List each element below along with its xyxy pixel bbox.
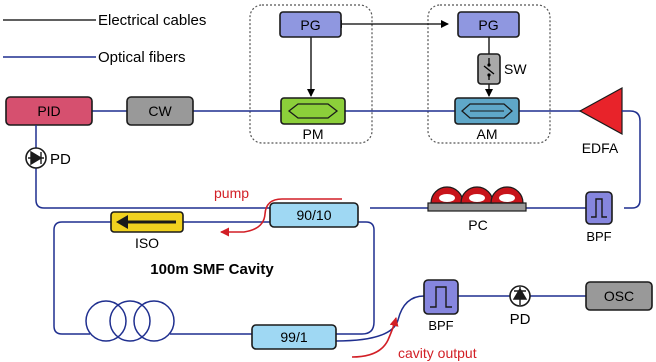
fiber-coil-icon (85, 300, 175, 342)
pid-rect (5, 96, 93, 126)
pg-left-rect (279, 11, 342, 38)
pd-bottom: PD (509, 285, 531, 328)
cw-box: CW (126, 96, 194, 126)
coupler-99-1-label: 99/1 (280, 329, 307, 345)
osc-rect (585, 281, 653, 311)
iso-label: ISO (135, 235, 159, 251)
switch-icon (477, 53, 501, 85)
pg-right-box: PG (457, 11, 520, 38)
cavity-output-arrow (351, 317, 399, 358)
pump-input: pump (214, 185, 342, 237)
pc-label: PC (468, 217, 487, 233)
waveguide-icon (287, 103, 339, 119)
coupler-99-1: 99/1 (251, 324, 337, 350)
edfa: EDFA (578, 86, 623, 156)
amplifier-triangle-icon (578, 86, 623, 136)
pump-arrow (220, 198, 342, 237)
cw-label: CW (148, 103, 172, 119)
pid-box: PID (5, 96, 93, 126)
pg-right-label: PG (478, 17, 498, 33)
pd-left-label: PD (50, 151, 71, 168)
edfa-label: EDFA (582, 140, 619, 156)
pm-rect (280, 97, 346, 125)
osc-label: OSC (604, 288, 634, 304)
bpf-right-label: BPF (586, 229, 611, 244)
coupler-90-10-label: 90/10 (296, 207, 331, 223)
pg-left-label: PG (300, 17, 320, 33)
pc-component: PC (427, 186, 527, 233)
isolator: ISO (110, 211, 184, 251)
pc-base (427, 202, 527, 212)
bpf-bottom-label: BPF (428, 318, 453, 333)
coupler-90-10-rect (269, 202, 359, 228)
pm-enclosure (249, 4, 373, 144)
coupler-90-10: 90/10 (269, 202, 359, 228)
cavity-output-label: cavity output (398, 345, 477, 361)
am-enclosure (427, 4, 551, 144)
osc-box: OSC (585, 281, 653, 311)
pg-right-rect (457, 11, 520, 38)
fiber-cavity-right (336, 221, 375, 335)
mach-zehnder-icon (461, 103, 513, 119)
bpf-right: BPF (585, 191, 613, 244)
am-label: AM (477, 126, 498, 142)
legend: Electrical cables Optical fibers (3, 12, 206, 66)
pg-left-box: PG (279, 11, 342, 38)
fiber-edfa-to-bpf (622, 110, 641, 209)
pump-label: pump (214, 185, 249, 201)
coupler-99-1-rect (251, 324, 337, 350)
cw-rect (126, 96, 194, 126)
sw-component: SW (477, 53, 527, 85)
legend-electrical-label: Electrical cables (98, 12, 206, 29)
fiber-pd-to-coupler (35, 167, 270, 209)
pm-modulator: PM (280, 97, 346, 142)
cavity-output: cavity output (351, 317, 477, 361)
bandpass-filter-icon (423, 279, 459, 315)
pd-left: PD (25, 147, 71, 169)
pd-bottom-label: PD (510, 311, 531, 328)
pid-label: PID (37, 103, 60, 119)
legend-optical-label: Optical fibers (98, 49, 186, 66)
bpf-bottom: BPF (423, 279, 459, 333)
electrical-cables (307, 20, 493, 97)
bandpass-filter-icon (585, 191, 613, 225)
fiber-cavity-left (53, 221, 270, 335)
sw-label: SW (504, 61, 527, 77)
pm-label: PM (303, 126, 324, 142)
am-modulator: AM (454, 97, 520, 142)
cavity-label: 100m SMF Cavity (150, 261, 274, 278)
